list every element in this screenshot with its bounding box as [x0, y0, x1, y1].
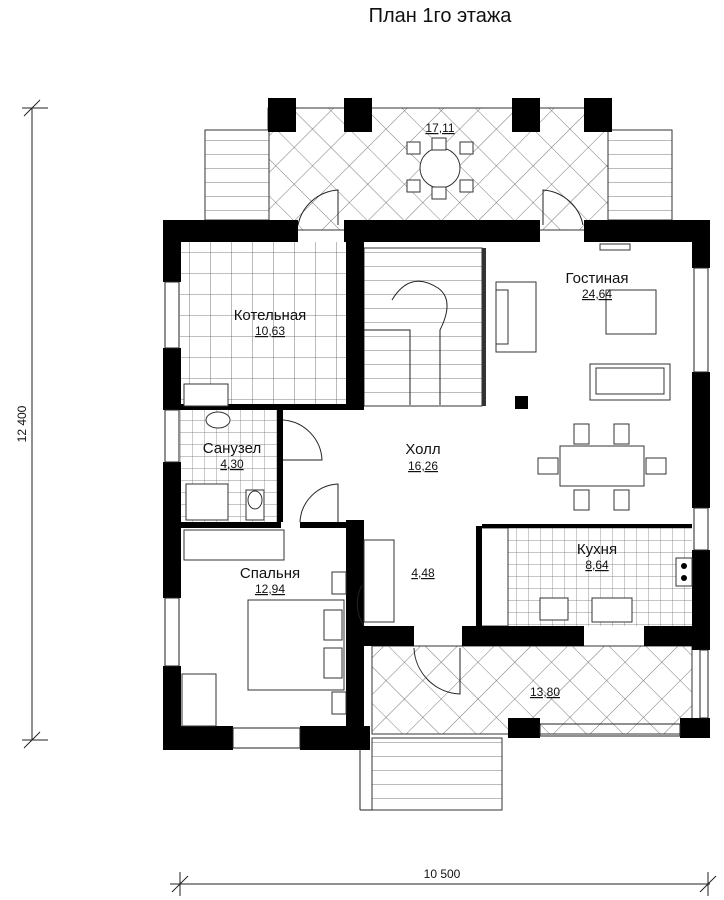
kitchen-counter-cut	[477, 527, 509, 627]
plan-title: План 1го этажа	[369, 5, 513, 27]
kitchen-floor	[478, 528, 692, 626]
corridor-area: 4,48	[411, 566, 435, 580]
bathroom-name: Санузел	[203, 440, 261, 457]
terrace-top: 17,11	[204, 98, 673, 231]
doors	[282, 419, 365, 627]
living-room-area: 24,64	[582, 287, 612, 301]
boiler-room-area: 10,63	[255, 324, 285, 338]
terrace-top-area: 17,11	[425, 121, 454, 135]
height-dimension: 12 400	[15, 99, 48, 749]
inner-walls	[181, 220, 692, 626]
width-dimension-label: 10 500	[424, 867, 461, 881]
boiler-room-floor	[180, 242, 361, 405]
outer-walls	[163, 220, 710, 750]
bedroom-area: 12,94	[255, 582, 285, 596]
windows	[164, 267, 709, 749]
height-dimension-label: 12 400	[15, 405, 29, 442]
hall-area: 16,26	[408, 459, 438, 473]
living-room-name: Гостиная	[566, 270, 629, 287]
bedroom-name: Спальня	[240, 565, 300, 582]
kitchen-name: Кухня	[577, 541, 617, 558]
furniture	[181, 243, 693, 727]
terrace-bottom: 13,80	[359, 645, 693, 811]
terrace-bottom-area: 13,80	[530, 685, 560, 699]
room-labels: Котельная 10,63 Гостиная 24,64 Санузел 4…	[203, 270, 629, 596]
bathroom-area: 4,30	[220, 457, 244, 471]
boiler-room-name: Котельная	[234, 307, 307, 324]
hall-name: Холл	[405, 441, 440, 458]
kitchen-area: 8,64	[585, 558, 609, 572]
staircase	[363, 247, 486, 407]
width-dimension: 10 500	[170, 867, 717, 896]
